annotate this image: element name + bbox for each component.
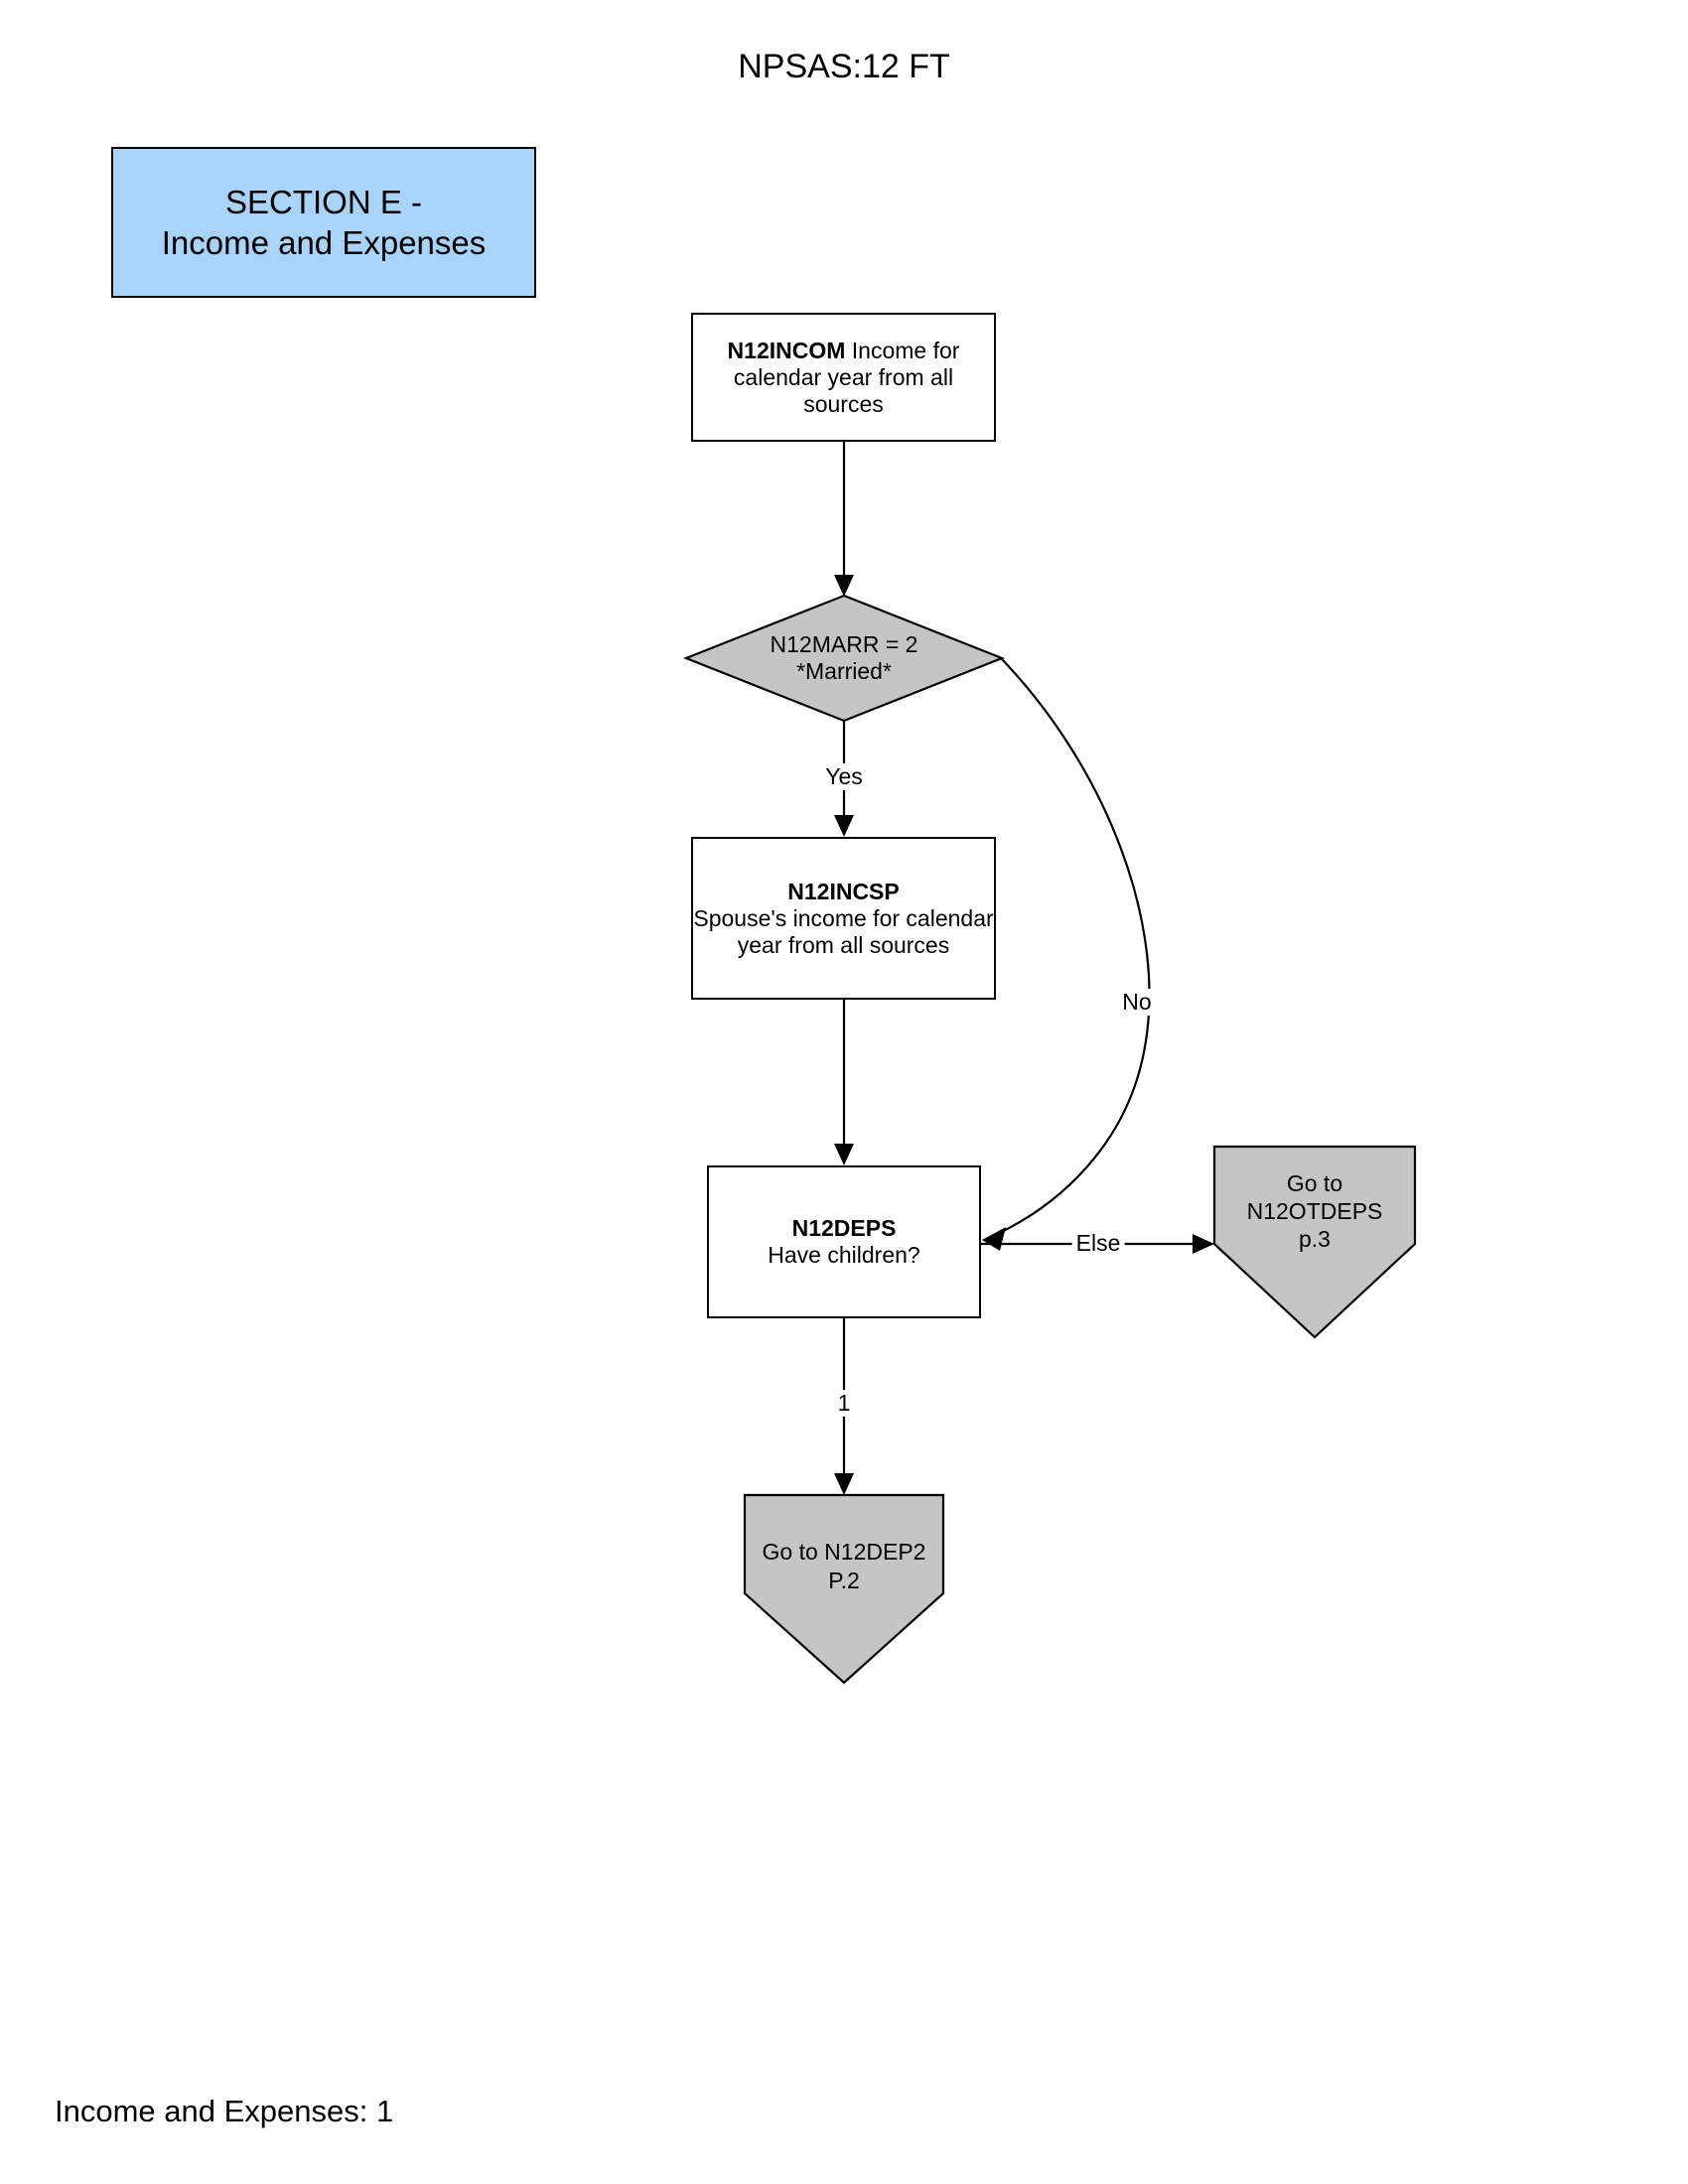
node-id-n12incsp: N12INCSP (787, 878, 900, 904)
page-title: NPSAS:12 FT (738, 48, 950, 85)
process-box-n12incom: N12INCOM Income for calendar year from a… (691, 313, 996, 442)
offpage-connector-n12otdeps (1212, 1145, 1417, 1339)
edge-label-no: No (1118, 989, 1156, 1016)
node-text: Income for (845, 337, 960, 363)
node-id-n12incom: N12INCOM (727, 337, 846, 363)
node-id-n12deps: N12DEPS (791, 1215, 897, 1241)
page-footer: Income and Expenses: 1 (55, 2094, 394, 2128)
section-banner-line2: Income and Expenses (161, 224, 487, 261)
node-text-line: year from all sources (737, 931, 950, 958)
node-text-line: calendar year from all (733, 363, 954, 390)
arrowhead-no-into-deps-icon (982, 1227, 1006, 1251)
arrowhead-into-diamond-icon (834, 575, 854, 597)
node-text-line: Spouse's income for calendar (693, 904, 994, 931)
node-text-line: Have children? (768, 1242, 920, 1268)
edge-label-1: 1 (833, 1390, 855, 1417)
node-text-line: N12INCOM Income for (728, 338, 960, 364)
arrowhead-into-otdeps-icon (1193, 1234, 1214, 1254)
node-text-line: sources (803, 390, 884, 417)
section-banner: SECTION E - Income and Expenses (111, 147, 536, 298)
offpage-connector-n12dep2 (743, 1493, 945, 1685)
section-banner-line1: SECTION E - (224, 184, 423, 220)
arrowhead-into-incsp-icon (834, 815, 854, 837)
process-box-n12incsp: N12INCSP Spouse's income for calendar ye… (691, 837, 996, 1000)
decision-diamond-n12marr (683, 594, 1005, 723)
edge-label-yes: Yes (821, 763, 867, 790)
arrowhead-into-dep2-icon (834, 1473, 854, 1495)
arrowhead-into-deps-icon (834, 1144, 854, 1165)
edge-label-else: Else (1071, 1230, 1125, 1257)
process-box-n12deps: N12DEPS Have children? (707, 1165, 981, 1318)
connector-marr-no-to-deps (992, 658, 1151, 1238)
